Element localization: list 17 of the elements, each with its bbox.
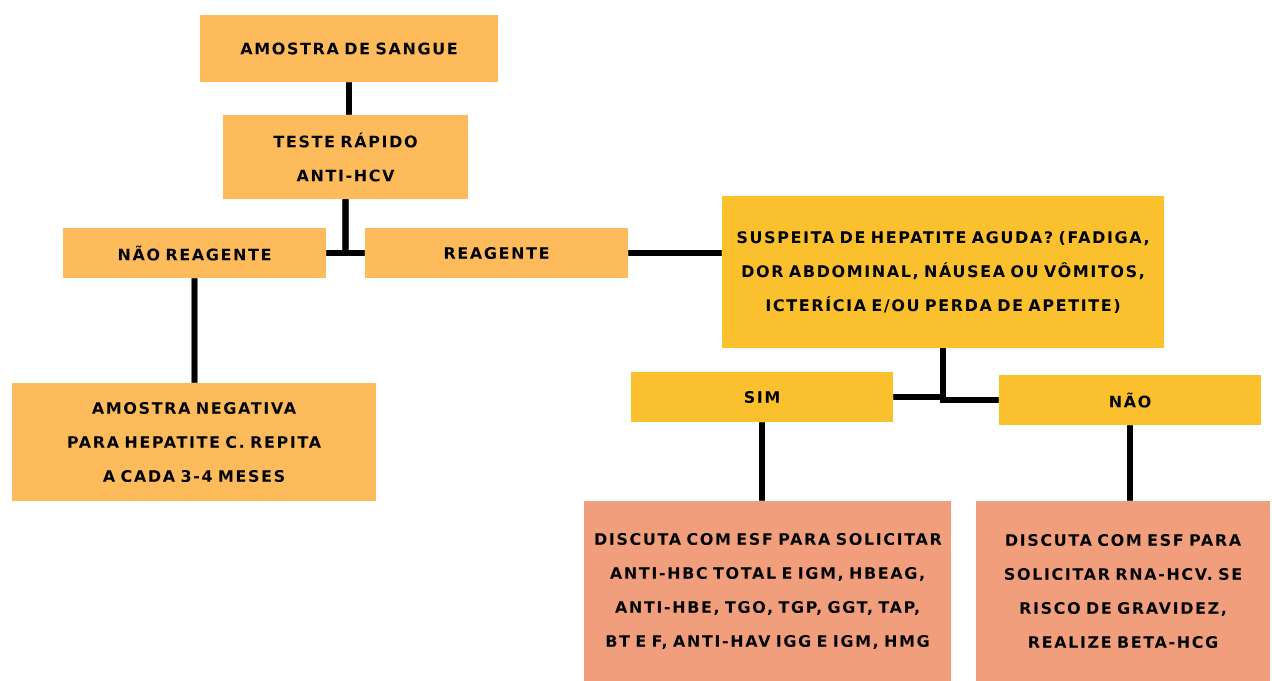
connector-line [628,250,722,256]
connector-line [191,278,198,383]
outcome-box: DISCUTA COM ESF PARA SOLICITAR ANTI-HBC TOTAL E IGM, HBEAG, ANTI-HBE, TGO, TGP, GGT, TAP, BT E F, ANTI-HAV IGG E IGM, HMG [584,501,951,681]
process-box: TESTE RÁPIDO ANTI-HCV [223,115,468,199]
connector-line [759,422,765,501]
answer-box: NÃO [999,375,1261,425]
process-box: AMOSTRA DE SANGUE [200,15,498,82]
answer-box: SIM [631,372,893,422]
result-box: NÃO REAGENTE [63,228,326,278]
result-box: REAGENTE [365,228,628,278]
question-box: SUSPEITA DE HEPATITE AGUDA? (FADIGA, DOR ABDOMINAL, NÁUSEA OU VÔMITOS, ICTERÍCIA E/OU PERDA DE APETITE) [722,196,1164,348]
connector-line [940,348,999,403]
outcome-box: DISCUTA COM ESF PARA SOLICITAR RNA-HCV. SE RISCO DE GRAVIDEZ, REALIZE BETA-HCG [976,501,1270,681]
connector-line [346,82,352,115]
connector-line [1127,425,1133,501]
outcome-box: AMOSTRA NEGATIVA PARA HEPATITE C. REPITA A CADA 3-4 MESES [12,383,376,501]
connector-line [342,199,365,256]
